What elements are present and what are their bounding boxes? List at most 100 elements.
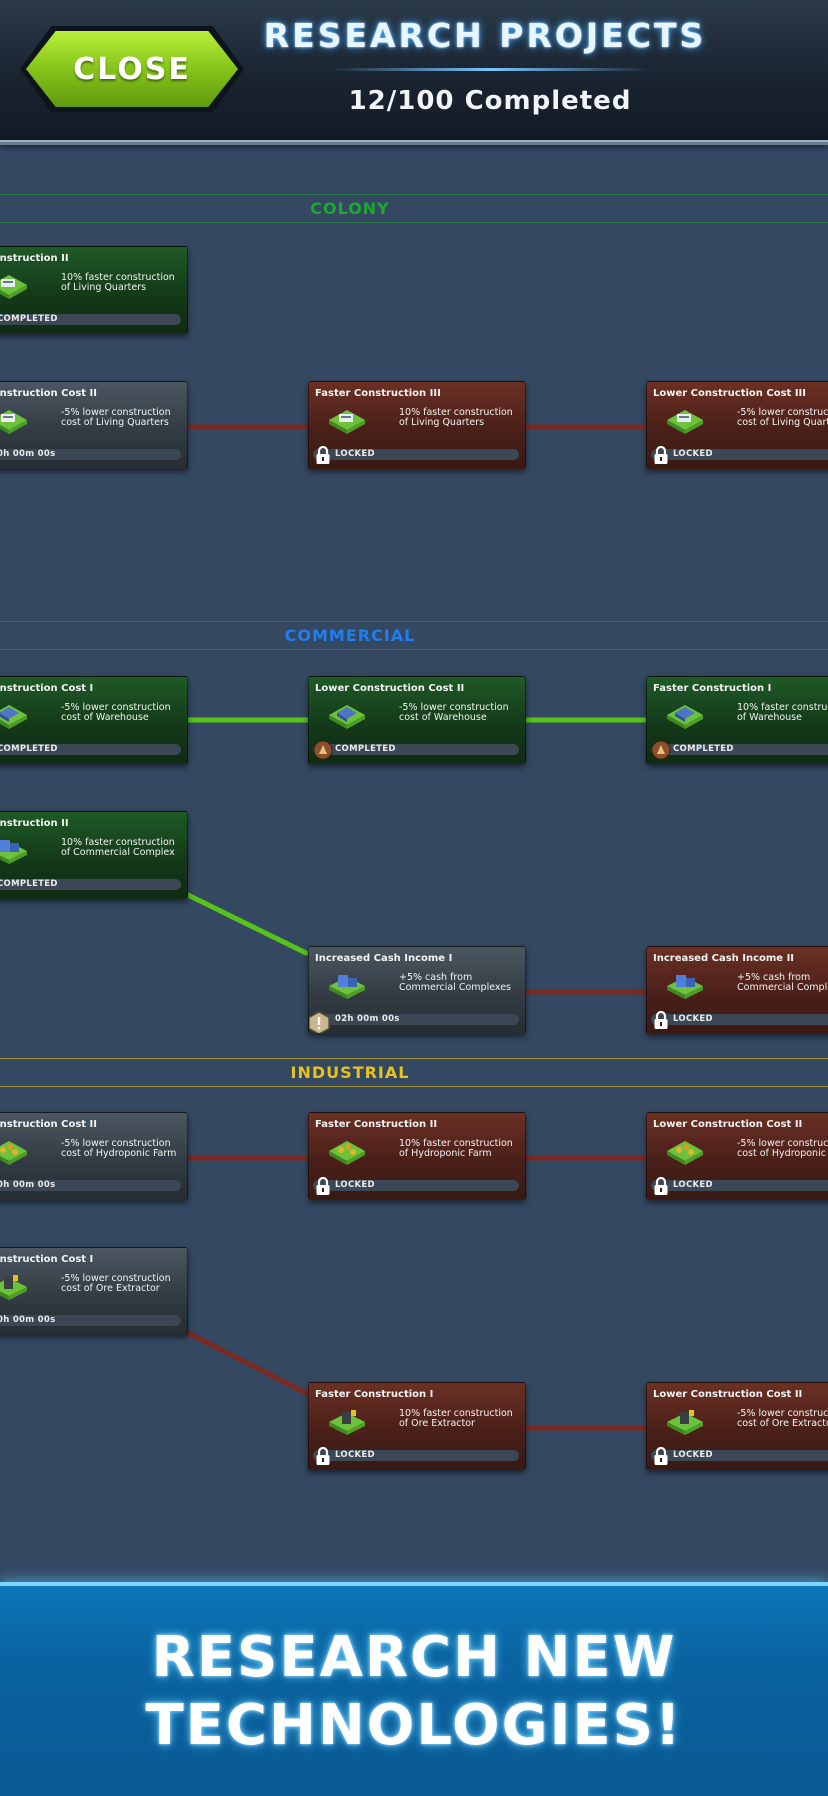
warehouse-icon (665, 701, 705, 731)
research-card-status: LOCKED (673, 449, 713, 459)
research-card[interactable]: Lower Construction Cost II-5% lower cons… (308, 676, 526, 764)
lock-icon (313, 1446, 333, 1466)
living-quarters-icon (665, 406, 705, 436)
research-card[interactable]: r Construction Cost II -5% lower construc… (0, 381, 188, 469)
section-title-colony: COLONY (310, 199, 390, 218)
commercial-complex-icon (665, 971, 705, 1001)
research-card-title: r Construction Cost II (0, 1119, 97, 1130)
hydroponic-farm-icon (0, 1137, 29, 1167)
research-card-status-bar (0, 744, 181, 755)
research-card-title: Lower Construction Cost II (653, 1119, 803, 1130)
promo-banner-text: RESEARCH NEW TECHNOLOGIES! (0, 1624, 828, 1760)
research-card-description: 10% faster construction of Hydroponic Fa… (399, 1138, 513, 1159)
research-card-description: -5% lower construction cost of Warehouse (61, 702, 171, 723)
researcher-badge-icon (651, 740, 671, 760)
research-card[interactable]: Lower Construction Cost II-5% lower cons… (646, 1382, 828, 1470)
research-card-status-bar (651, 1450, 828, 1461)
research-card-description: +5% cash from Commercial Complexes (399, 972, 512, 993)
research-card[interactable]: Faster Construction II 10% faster constru… (308, 1112, 526, 1200)
research-card-status: 0h 00m 00s (0, 1180, 56, 1190)
research-card-title: r Construction Cost I (0, 683, 94, 694)
research-card-description: 10% faster construction of Living Quarte… (399, 407, 513, 428)
research-card-description: 10% faster construction of Living Quarte… (61, 272, 175, 293)
section-divider (0, 649, 828, 650)
research-card-status-bar (313, 1450, 519, 1461)
research-card-status: LOCKED (673, 1180, 713, 1190)
research-card-status-bar (0, 314, 181, 325)
research-card-description: -5% lower construction cost of Living Qu… (737, 407, 828, 428)
lock-icon (313, 1176, 333, 1196)
promo-line-1: RESEARCH NEW (151, 1625, 677, 1690)
living-quarters-icon (0, 406, 29, 436)
research-card-description: 10% faster construction of Commercial Co… (61, 837, 175, 858)
research-card-status-bar (313, 1014, 519, 1025)
research-card-status: 0h 00m 00s (0, 1315, 56, 1325)
research-card[interactable]: r Construction II 10% faster construction… (0, 246, 188, 334)
research-card-status-bar (651, 744, 828, 755)
lock-icon (651, 1010, 671, 1030)
research-card[interactable]: r Construction Cost II -5% lower construc… (0, 1112, 188, 1200)
page-title: RESEARCH PROJECTS (263, 16, 707, 55)
research-card[interactable]: r Construction Cost I -5% lower construct… (0, 676, 188, 764)
research-card[interactable]: r Construction Cost I-5% lower construct… (0, 1247, 188, 1335)
research-card-description: -5% lower construction cost of Hydroponi… (61, 1138, 177, 1159)
commercial-complex-icon (327, 971, 367, 1001)
research-card-description: -5% lower construction cost of Living Qu… (61, 407, 171, 428)
research-card-description: -5% lower construction cost of Warehouse (399, 702, 509, 723)
research-card-title: r Construction II (0, 253, 69, 264)
warning-icon[interactable] (309, 1011, 331, 1033)
research-card-status-bar (313, 744, 519, 755)
section-title-industrial: INDUSTRIAL (290, 1063, 410, 1082)
research-card-description: +5% cash from Commercial Complexes (737, 972, 828, 993)
research-card-status-bar (651, 449, 828, 460)
research-card[interactable]: Increased Cash Income II+5% cash from Co… (646, 946, 828, 1034)
research-card[interactable]: r Construction II 10% faster construction… (0, 811, 188, 899)
research-tree-connectors (184, 424, 646, 1431)
section-title-commercial: COMMERCIAL (284, 626, 416, 645)
ore-extractor-icon (327, 1407, 367, 1437)
research-card-title: Faster Construction I (315, 1389, 434, 1400)
research-card-status: COMPLETED (0, 744, 58, 754)
research-card-description: 10% faster construction of Warehouse (737, 702, 828, 723)
ore-extractor-icon (665, 1407, 705, 1437)
promo-banner (0, 1582, 828, 1796)
research-card-status: 02h 00m 00s (335, 1014, 400, 1024)
living-quarters-icon (0, 271, 29, 301)
section-divider (0, 222, 828, 223)
research-card-status: LOCKED (335, 1180, 375, 1190)
lock-icon (651, 445, 671, 465)
link-locked (184, 1329, 310, 1397)
completion-counter: 12/100 Completed (348, 86, 632, 116)
research-card-status-bar (0, 1180, 181, 1191)
research-card-status: LOCKED (673, 1450, 713, 1460)
research-card-title: r Construction Cost II (0, 388, 97, 399)
research-card[interactable]: Increased Cash Income I+5% cash from Com… (308, 946, 526, 1034)
research-card-status: 0h 00m 00s (0, 449, 56, 459)
research-card-status-bar (651, 1180, 828, 1191)
lock-icon (313, 445, 333, 465)
research-card-description: -5% lower construction cost of Hydroponi… (737, 1138, 828, 1159)
research-card-status-bar (0, 1315, 181, 1326)
research-card-status: LOCKED (335, 449, 375, 459)
research-card-title: Faster Construction II (315, 1119, 438, 1130)
promo-line-2: TECHNOLOGIES! (145, 1693, 683, 1758)
research-card[interactable]: Lower Construction Cost II -5% lower cons… (646, 1112, 828, 1200)
research-card-status: COMPLETED (0, 314, 58, 324)
research-card[interactable]: Lower Construction Cost III-5% lower con… (646, 381, 828, 469)
close-button-label[interactable]: CLOSE (26, 31, 238, 107)
section-divider (0, 194, 828, 195)
section-divider (0, 1058, 828, 1059)
research-card-status-bar (313, 1180, 519, 1191)
research-card[interactable]: Faster Construction I10% faster construc… (646, 676, 828, 764)
living-quarters-icon (327, 406, 367, 436)
close-button[interactable]: CLOSE (20, 26, 244, 112)
research-card-title: r Construction II (0, 818, 69, 829)
research-card-status-bar (0, 879, 181, 890)
section-divider (0, 1086, 828, 1087)
section-divider (0, 621, 828, 622)
title-underline (330, 68, 650, 71)
link-done (184, 891, 310, 957)
research-card-description: -5% lower construction cost of Ore Extra… (61, 1273, 171, 1294)
